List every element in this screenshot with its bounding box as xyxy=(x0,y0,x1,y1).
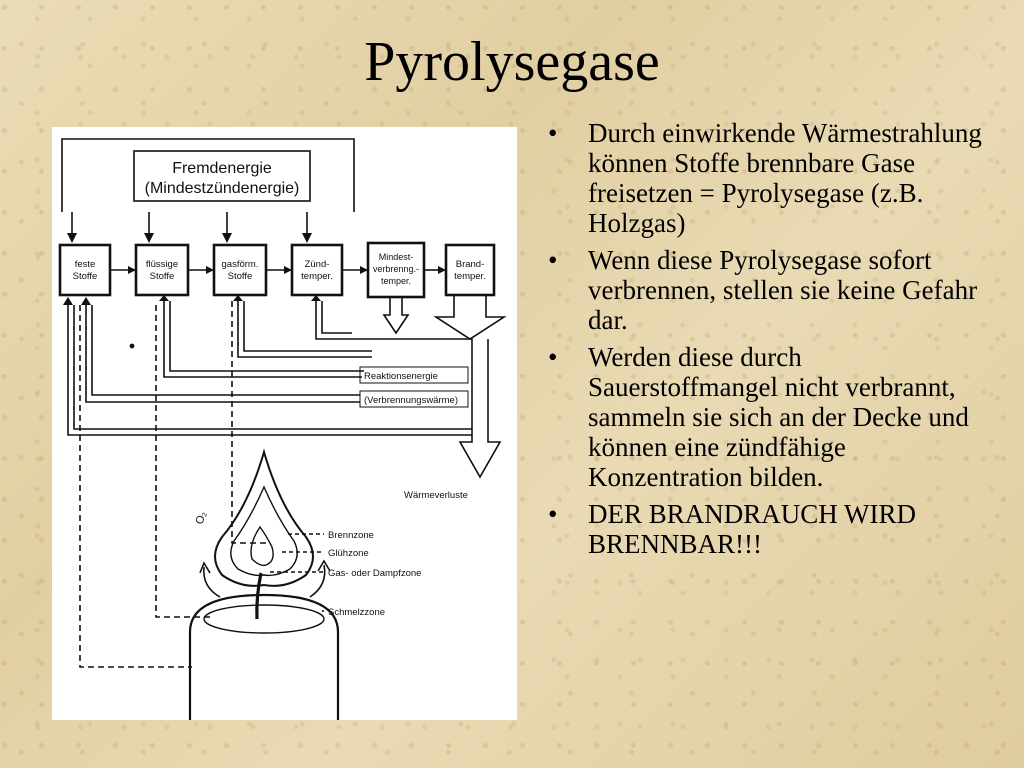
arrow-down-fire-temp xyxy=(433,295,507,340)
stage-fire-temp-line1: Brand- xyxy=(456,259,485,270)
bullet-item: • Wenn diese Pyrolysegase sofort verbrenn… xyxy=(548,245,998,335)
stage-box-fire-temp xyxy=(444,243,496,297)
zone-label-glow: Glühzone xyxy=(328,548,369,559)
candle-wick xyxy=(255,572,263,620)
bullet-text: Wenn diese Pyrolysegase sofort verbrenne… xyxy=(588,245,978,335)
combustion-heat-label: (Verbrennungswärme) xyxy=(364,395,458,406)
reaction-energy-frame xyxy=(352,338,502,479)
stage-ignition-line1: Zünd- xyxy=(305,259,330,270)
zone-label-melt: Schmelzzone xyxy=(328,607,385,618)
zone-label-gas: Gas- oder Dampfzone xyxy=(328,568,421,579)
stage-box-solid xyxy=(58,243,112,297)
air-arrow-left xyxy=(203,566,221,598)
energy-box-line2: (Mindestzündenergie) xyxy=(145,180,300,197)
feedback-loop-liquid xyxy=(163,301,362,378)
stray-dot xyxy=(129,343,135,349)
bullet-item: • Durch einwirkende Wärmestrahlung können… xyxy=(548,118,998,238)
reaction-energy-label: Reaktionsenergie xyxy=(364,371,438,382)
stage-min-combustion-line2: verbrenng.- xyxy=(373,264,419,274)
heat-loss-label: Wärmeverluste xyxy=(404,490,468,501)
zone-label-burn: Brennzone xyxy=(328,530,374,541)
oxygen-label: O₂ xyxy=(194,510,210,526)
bullet-item: • DER BRANDRAUCH WIRD BRENNBAR!!! xyxy=(548,499,998,559)
stage-gaseous-line1: gasförm. xyxy=(222,259,259,270)
bullet-marker: • xyxy=(548,342,558,372)
bullet-text: DER BRANDRAUCH WIRD BRENNBAR!!! xyxy=(588,499,917,559)
stage-fire-temp-line2: temper. xyxy=(454,271,486,282)
bullet-list: • Durch einwirkende Wärmestrahlung können… xyxy=(548,118,998,566)
dashed-line-liquid xyxy=(155,305,212,618)
stage-box-ignition xyxy=(290,243,344,297)
feedback-loop-solid xyxy=(85,305,360,403)
energy-distribution-frame xyxy=(61,138,355,212)
bullet-marker: • xyxy=(548,499,558,529)
energy-box xyxy=(133,150,311,202)
outer-loop xyxy=(67,305,472,436)
stage-min-combustion-line3: temper. xyxy=(381,276,411,286)
bullet-item: • Werden diese durch Sauerstoffmangel nic… xyxy=(548,342,998,492)
bullet-text: Durch einwirkende Wärmestrahlung können … xyxy=(588,118,982,238)
stage-ignition-line2: temper. xyxy=(301,271,333,282)
candle-body xyxy=(188,593,340,720)
bullet-text: Werden diese durch Sauerstoffmangel nich… xyxy=(588,342,969,492)
bullet-marker: • xyxy=(548,118,558,148)
diagram-svg: Fremdenergie (Mindestzündenergie) feste … xyxy=(58,138,507,720)
candle-flame-middle xyxy=(230,485,298,577)
stage-liquid-line2: Stoffe xyxy=(150,271,175,282)
bullet-marker: • xyxy=(548,245,558,275)
pyrolysis-diagram: Fremdenergie (Mindestzündenergie) feste … xyxy=(52,127,517,720)
energy-box-line1: Fremdenergie xyxy=(172,160,272,177)
air-arrow-right xyxy=(309,564,326,598)
stage-box-liquid xyxy=(134,243,190,297)
candle-flame-outer xyxy=(214,448,314,587)
stage-box-gaseous xyxy=(212,243,268,297)
stage-solid-line1: feste xyxy=(75,259,96,270)
candle-flame-inner xyxy=(250,525,274,567)
feedback-loop-gaseous xyxy=(237,301,372,358)
dashed-line-solid xyxy=(79,305,192,668)
stage-solid-line2: Stoffe xyxy=(73,271,98,282)
stage-min-combustion-line1: Mindest- xyxy=(379,252,414,262)
stage-liquid-line1: flüssige xyxy=(146,259,178,270)
arrow-down-min-combustion xyxy=(382,297,410,335)
slide-title: Pyrolysegase xyxy=(364,31,660,93)
stage-gaseous-line2: Stoffe xyxy=(228,271,253,282)
